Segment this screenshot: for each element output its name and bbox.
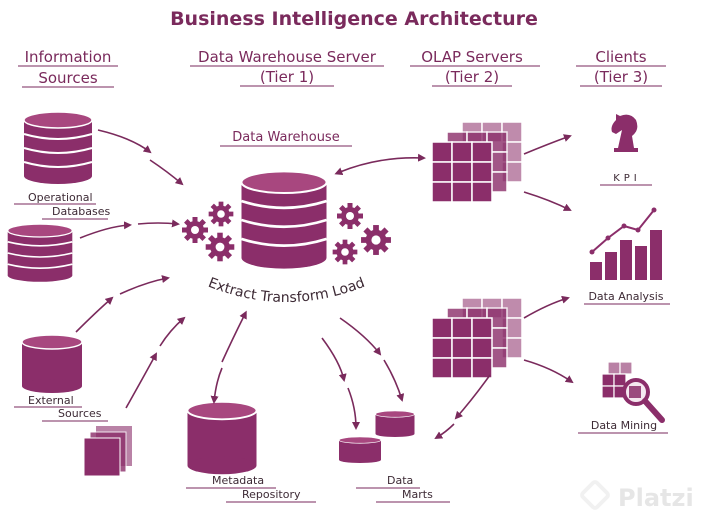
kpi-label: KPI: [613, 173, 641, 184]
operational-label-line2: Databases: [52, 205, 110, 218]
platzi-logo-icon: [580, 480, 610, 510]
gear-icon-4: [337, 203, 363, 229]
marts-label-line1: Data: [387, 474, 413, 487]
marts-label-line2: Marts: [402, 488, 433, 501]
watermark-text: Platzi: [618, 484, 694, 512]
clients-heading-line2: (Tier 3): [594, 68, 648, 86]
clients-heading-line1: Clients: [595, 48, 646, 66]
etl-label: Extract Transform Load: [206, 275, 367, 306]
gear-icon-3: [205, 232, 235, 262]
gear-icon-1: [182, 217, 208, 243]
column-header-sources: Information Sources: [18, 48, 118, 88]
column-header-clients: Clients (Tier 3): [576, 48, 666, 87]
data-mart-database-icon-1: [375, 410, 415, 438]
bar-chart-icon: [589, 207, 662, 280]
external-label-line1: External: [28, 394, 74, 407]
external-label-line2: Sources: [58, 407, 102, 420]
metadata-label-line2: Repository: [242, 488, 301, 501]
data-mining-label: Data Mining: [591, 419, 657, 432]
magnifier-icon: [622, 378, 665, 423]
data-mart-database-icon-2: [338, 436, 382, 464]
chess-knight-icon: [611, 114, 638, 152]
olap-cube-icon-2: [431, 297, 523, 379]
olap-heading-line1: OLAP Servers: [421, 48, 523, 66]
column-header-olap: OLAP Servers (Tier 2): [410, 48, 540, 87]
gear-icon-6: [332, 239, 358, 265]
metadata-label-line1: Metadata: [212, 474, 264, 487]
page-title: Business Intelligence Architecture: [170, 8, 538, 30]
data-warehouse-database-icon: [240, 170, 328, 270]
sources-heading-line1: Information: [25, 48, 112, 66]
column-header-warehouse: Data Warehouse Server (Tier 1): [190, 48, 384, 87]
olap-heading-line2: (Tier 2): [445, 68, 499, 86]
data-analysis-label: Data Analysis: [588, 290, 663, 303]
operational-label-line1: Operational: [28, 191, 93, 204]
data-mining-icon: [601, 361, 633, 399]
operational-database-icon: [23, 111, 93, 185]
database-icon-2: [6, 223, 74, 283]
olap-cube-icon-1: [431, 121, 523, 203]
warehouse-heading-line1: Data Warehouse Server: [198, 48, 377, 66]
data-warehouse-label: Data Warehouse: [232, 130, 339, 145]
sources-heading-line2: Sources: [38, 69, 98, 87]
flow-arrows: [75, 129, 574, 440]
metadata-repository-database-icon: [186, 400, 258, 476]
gear-icon-2: [208, 201, 234, 227]
gear-icon-5: [361, 225, 391, 255]
external-source-database-icon: [21, 334, 83, 394]
warehouse-heading-line2: (Tier 1): [260, 68, 314, 86]
document-stack-icon: [83, 426, 132, 477]
